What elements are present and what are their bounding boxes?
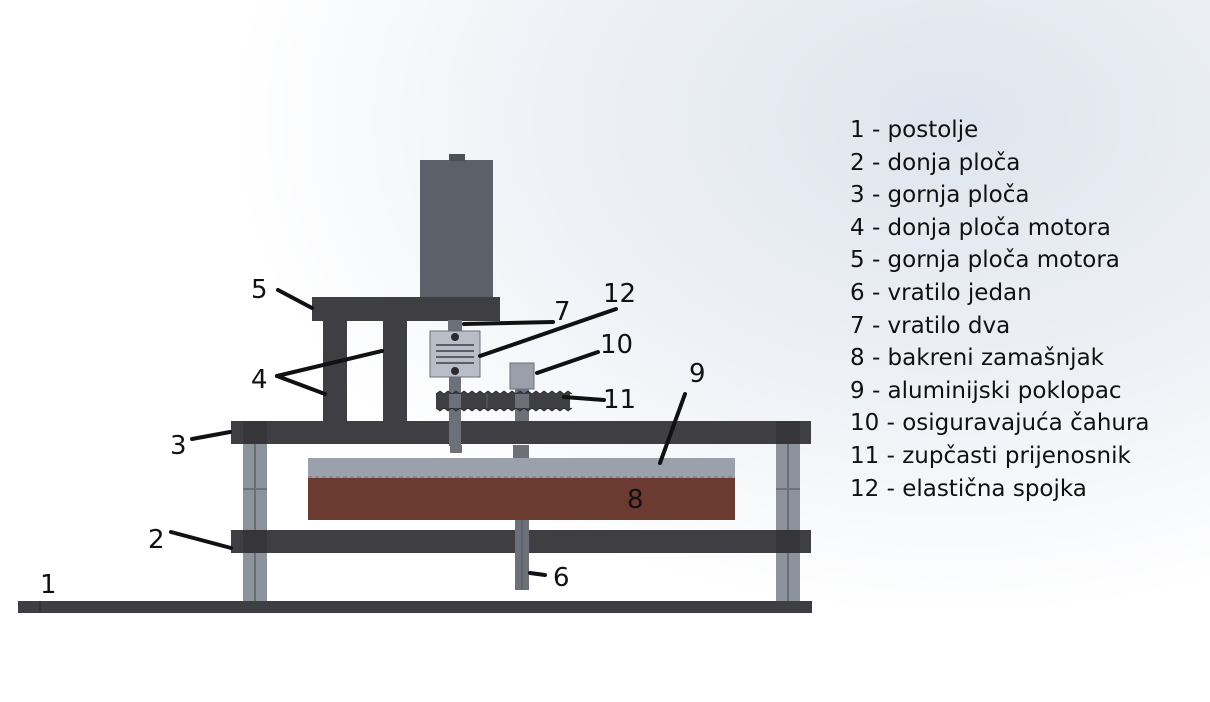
parts-legend: 1 - postolje 2 - donja ploča 3 - gornja … [850, 114, 1150, 505]
locking-bushing [509, 362, 535, 390]
shaft-two [448, 320, 462, 332]
elastic-coupling [429, 330, 481, 378]
callout-7: 7 [554, 297, 571, 327]
legend-item-8: 8 - bakreni zamašnjak [850, 345, 1104, 372]
left-columns [243, 443, 267, 601]
callout-11: 11 [603, 385, 636, 415]
callout-3: 3 [170, 431, 187, 461]
gear-transmission [435, 390, 573, 412]
callout-6: 6 [553, 563, 570, 593]
legend-item-12: 12 - elastična spojka [850, 475, 1087, 502]
callout-5: 5 [251, 275, 268, 305]
legend-item-7: 7 - vratilo dva [850, 312, 1011, 339]
callout-2: 2 [148, 525, 165, 555]
motor-plate-leg-left [323, 320, 347, 421]
legend-item-1: 1 - postolje [850, 117, 979, 143]
callout-12: 12 [603, 279, 636, 309]
aluminium-cover [308, 458, 735, 478]
legend-item-10: 10 - osiguravajuća čahura [850, 410, 1150, 437]
upper-motor-plate [312, 297, 500, 321]
copper-flywheel [308, 478, 735, 520]
legend-item-4: 4 - donja ploča motora [850, 214, 1111, 241]
callout-10: 10 [600, 330, 633, 360]
callout-4: 4 [251, 365, 268, 395]
motor [420, 160, 493, 297]
legend-item-2: 2 - donja ploča [850, 149, 1021, 176]
upper-plate [231, 421, 811, 444]
leader-lines [169, 288, 687, 577]
legend-item-5: 5 - gornja ploča motora [850, 247, 1120, 274]
callout-1: 1 [40, 570, 57, 600]
legend-item-11: 11 - zupčasti prijenosnik [850, 442, 1131, 469]
legend-item-3: 3 - gornja ploča [850, 182, 1030, 209]
legend-item-9: 9 - aluminijski poklopac [850, 377, 1122, 404]
base-plate [18, 601, 812, 613]
motor-plate-leg-right [383, 320, 407, 421]
callout-9: 9 [689, 359, 706, 389]
right-columns [776, 443, 800, 601]
callout-8: 8 [627, 485, 644, 515]
legend-item-6: 6 - vratilo jedan [850, 279, 1032, 306]
